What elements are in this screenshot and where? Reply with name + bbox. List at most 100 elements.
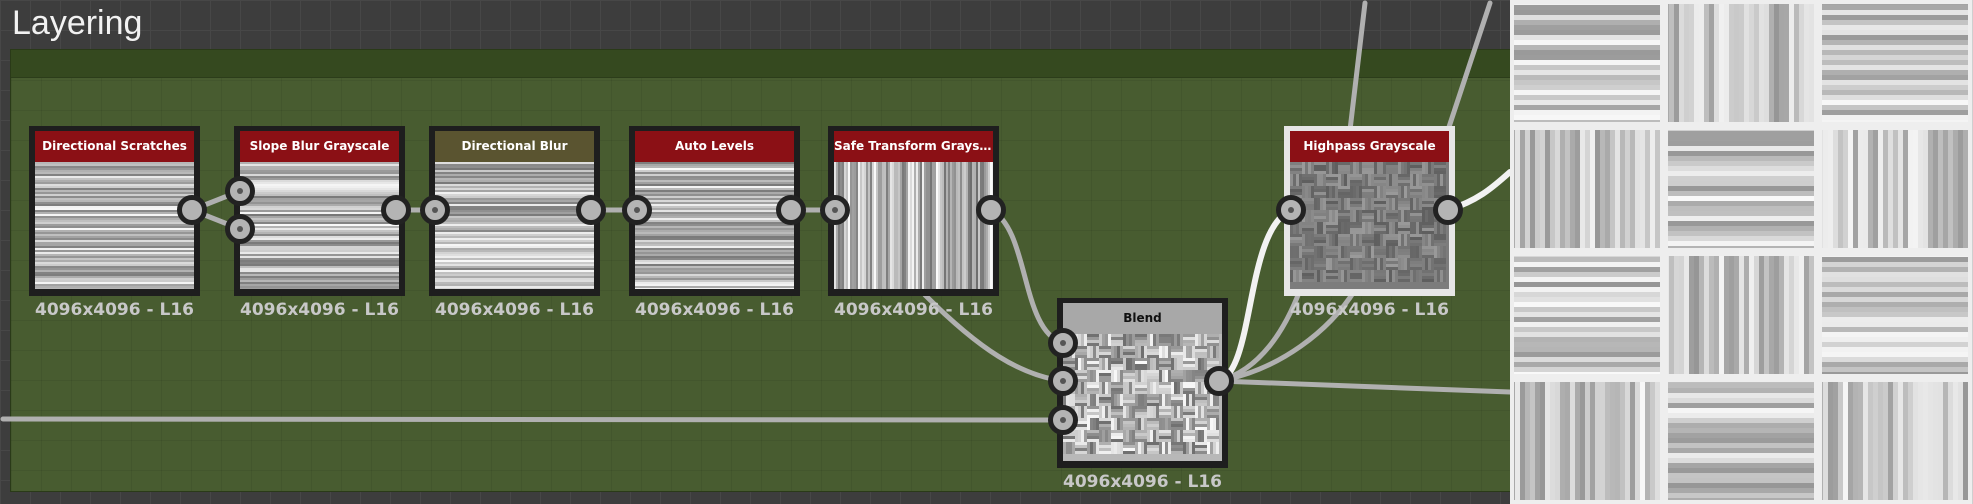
preview-2d-view[interactable] xyxy=(1510,0,1973,504)
weave-strip xyxy=(1958,126,1963,252)
node-resolution-label: 4096x4096 - L16 xyxy=(435,300,594,320)
weave-strip xyxy=(1540,126,1545,252)
weave-strip xyxy=(1689,252,1694,378)
weave-strip xyxy=(1590,126,1595,252)
node-directional-blur[interactable]: Directional Blur 4096x4096 - L16 xyxy=(429,126,600,320)
weave-strip xyxy=(1525,126,1530,252)
weave-strip xyxy=(1818,50,1972,55)
weave-strip xyxy=(1664,483,1818,488)
weave-strip xyxy=(1535,126,1540,252)
weave-strip xyxy=(1510,312,1664,317)
node-safe-transform-graysc[interactable]: Safe Transform Graysc... 4096x4096 - L16 xyxy=(828,126,999,320)
weave-strip xyxy=(1893,378,1898,504)
weave-strip xyxy=(1709,252,1714,378)
output-socket[interactable] xyxy=(1204,366,1234,396)
weave-strip xyxy=(1510,15,1664,20)
weave-strip xyxy=(1749,252,1754,378)
weave-strip xyxy=(1719,0,1724,126)
weave-strip xyxy=(1630,126,1635,252)
thumbnail xyxy=(635,162,794,289)
weave-strip xyxy=(1943,126,1948,252)
node-blend[interactable]: Blend 4096x4096 - L16 xyxy=(1057,298,1228,492)
input-socket[interactable] xyxy=(225,176,255,206)
weave-strip xyxy=(1818,30,1972,35)
weave-strip xyxy=(1510,105,1664,110)
weave-strip xyxy=(1818,312,1972,317)
weave-strip xyxy=(1868,378,1873,504)
weave-strip xyxy=(1818,367,1972,372)
node-auto-levels[interactable]: Auto Levels 4096x4096 - L16 xyxy=(629,126,800,320)
input-socket[interactable] xyxy=(225,214,255,244)
node-highpass-grayscale[interactable]: Highpass Grayscale 4096x4096 - L16 xyxy=(1284,126,1455,320)
weave-strip xyxy=(1818,115,1972,120)
input-socket[interactable] xyxy=(1048,328,1078,358)
weave-strip xyxy=(1938,126,1943,252)
weave-strip xyxy=(1510,332,1664,337)
weave-strip xyxy=(1664,146,1818,151)
weave-strip xyxy=(1635,126,1640,252)
weave-strip xyxy=(1510,292,1664,297)
input-socket[interactable] xyxy=(1048,366,1078,396)
weave-strip xyxy=(1510,367,1664,372)
weave-strip xyxy=(1893,126,1898,252)
output-socket[interactable] xyxy=(1433,195,1463,225)
weave-strip xyxy=(1510,80,1664,85)
input-socket[interactable] xyxy=(420,195,450,225)
weave-strip xyxy=(1664,433,1818,438)
weave-strip xyxy=(1510,302,1664,307)
weave-strip xyxy=(1818,342,1972,347)
weave-strip xyxy=(1804,252,1809,378)
weave-strip xyxy=(1510,70,1664,75)
node-slope-blur-grayscale[interactable]: Slope Blur Grayscale 4096x4096 - L16 xyxy=(234,126,405,320)
weave-strip xyxy=(1664,388,1818,393)
weave-strip xyxy=(1843,378,1848,504)
output-socket[interactable] xyxy=(976,195,1006,225)
weave-strip xyxy=(1818,297,1972,302)
output-socket[interactable] xyxy=(381,195,411,225)
weave-strip xyxy=(1664,493,1818,498)
output-socket[interactable] xyxy=(576,195,606,225)
weave-strip xyxy=(1689,0,1694,126)
weave-strip xyxy=(1818,80,1972,85)
weave-strip xyxy=(1664,171,1818,176)
weave-strip xyxy=(1664,418,1818,423)
weave-strip xyxy=(1818,55,1972,60)
output-socket[interactable] xyxy=(177,195,207,225)
weave-strip xyxy=(1818,15,1972,20)
node-resolution-label: 4096x4096 - L16 xyxy=(240,300,399,320)
weave-strip xyxy=(1620,378,1625,504)
weave-strip xyxy=(1779,0,1784,126)
weave-strip xyxy=(1510,327,1664,332)
weave-strip xyxy=(1848,378,1853,504)
node-title: Highpass Grayscale xyxy=(1290,131,1449,162)
weave-strip xyxy=(1570,126,1575,252)
frame-header[interactable] xyxy=(11,50,1511,78)
input-socket[interactable] xyxy=(1276,195,1306,225)
input-socket[interactable] xyxy=(1048,405,1078,435)
weave-strip xyxy=(1918,126,1923,252)
node-thumbnail xyxy=(240,162,399,289)
weave-strip xyxy=(1664,383,1818,388)
weave-strip xyxy=(1719,252,1724,378)
weave-strip xyxy=(1818,357,1972,362)
weave-strip xyxy=(1843,126,1848,252)
input-socket[interactable] xyxy=(622,195,652,225)
weave-strip xyxy=(1818,317,1972,322)
weave-strip xyxy=(1585,378,1590,504)
weave-strip xyxy=(1794,0,1799,126)
node-directional-scratches[interactable]: Directional Scratches 4096x4096 - L16 xyxy=(29,126,200,320)
node-thumbnail xyxy=(834,162,993,289)
output-socket[interactable] xyxy=(776,195,806,225)
weave-strip xyxy=(1640,378,1645,504)
weave-strip xyxy=(1818,10,1972,15)
weave-strip xyxy=(1510,307,1664,312)
weave-strip xyxy=(1818,65,1972,70)
weave-strip xyxy=(1545,378,1550,504)
node-resolution-label: 4096x4096 - L16 xyxy=(635,300,794,320)
weave-strip xyxy=(1784,252,1789,378)
node-thumbnail xyxy=(435,162,594,289)
wire xyxy=(1216,287,1358,384)
weave-strip xyxy=(1764,0,1769,126)
input-socket[interactable] xyxy=(820,195,850,225)
weave-strip xyxy=(1510,362,1664,367)
